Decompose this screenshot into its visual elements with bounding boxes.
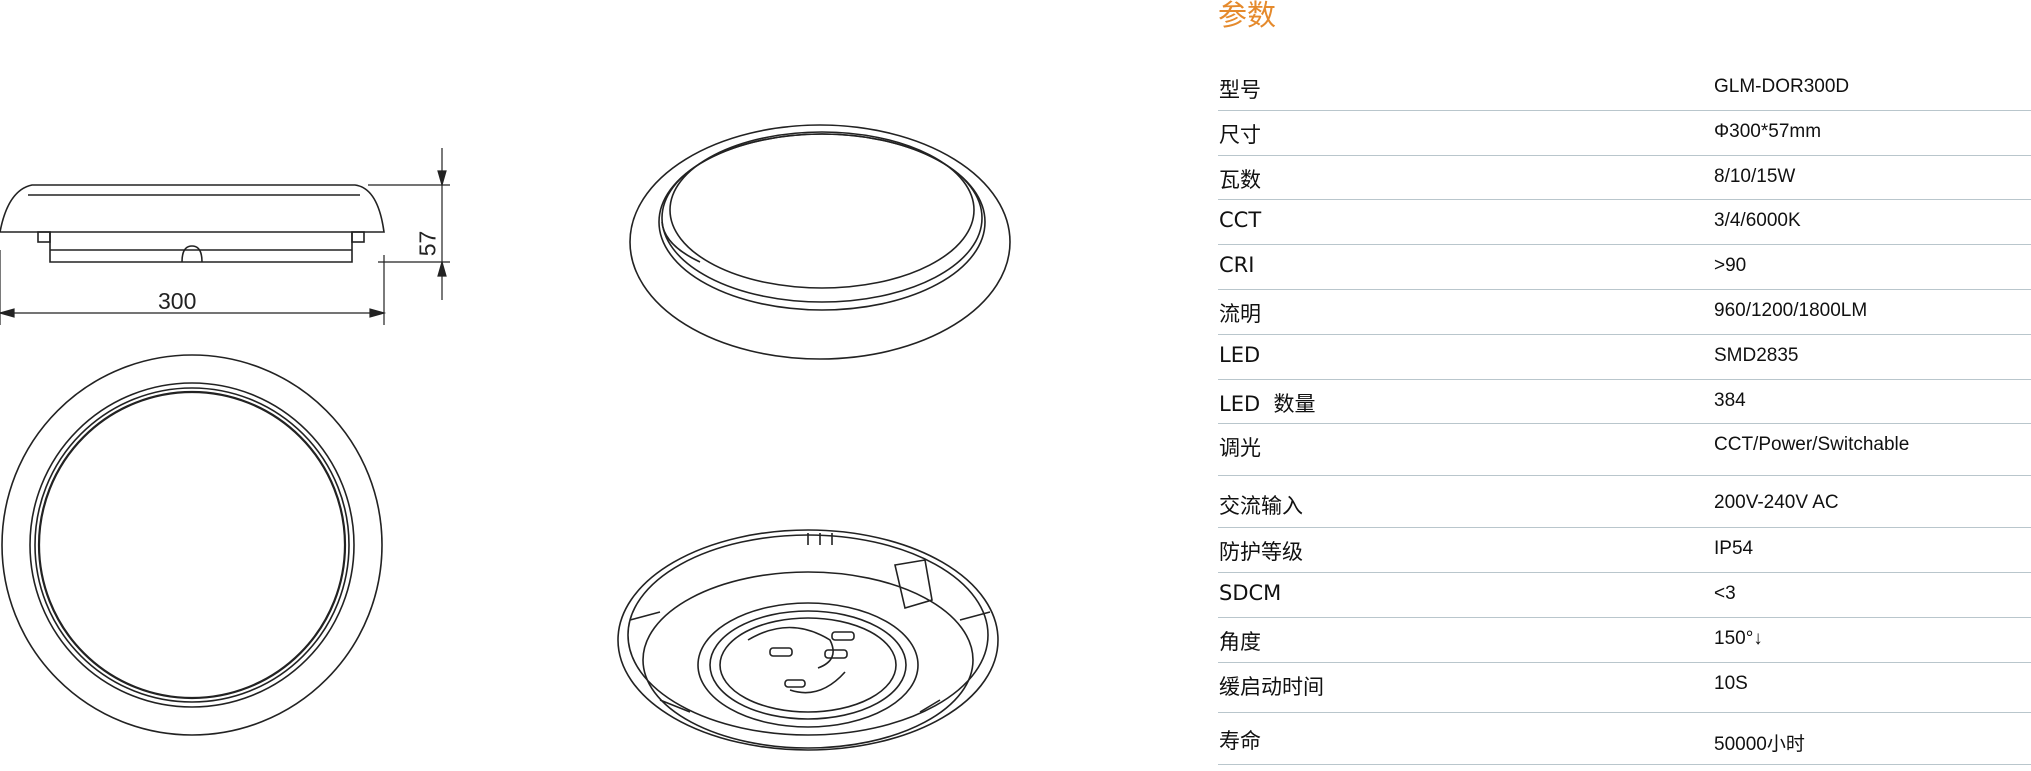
- spec-row-cct: CCT 3/4/6000K: [1218, 200, 2031, 246]
- isometric-bottom-drawing: [617, 529, 999, 751]
- top-view-drawing: [1, 354, 383, 736]
- side-view-drawing: [0, 184, 385, 263]
- spec-row-lifespan: 寿命 50000小时: [1218, 713, 2031, 765]
- spec-row-model: 型号 GLM-DOR300D: [1218, 66, 2031, 111]
- spec-value: 200V-240V AC: [1714, 492, 1839, 514]
- spec-value: SMD2835: [1714, 344, 1799, 366]
- spec-row-angle: 角度 150°↓: [1218, 618, 2031, 663]
- spec-label: CRI: [1219, 253, 1255, 278]
- spec-label: CCT: [1219, 208, 1262, 233]
- spec-value: 150°↓: [1714, 627, 1763, 649]
- spec-label: SDCM: [1219, 581, 1282, 606]
- spec-title: 参数: [1218, 0, 1277, 32]
- spec-value: 8/10/15W: [1714, 165, 1796, 187]
- spec-value: 3/4/6000K: [1714, 210, 1801, 232]
- spec-row-size: 尺寸 Φ300*57mm: [1218, 111, 2031, 156]
- spec-row-dimming: 调光 CCT/Power/Switchable: [1218, 424, 2031, 477]
- spec-row-ip-rating: 防护等级 IP54: [1218, 528, 2031, 574]
- spec-value: <3: [1714, 583, 1736, 605]
- spec-value: 384: [1714, 389, 1746, 411]
- spec-label: LED: [1219, 342, 1261, 367]
- spec-value: CCT/Power/Switchable: [1714, 434, 1910, 456]
- spec-value: Φ300*57mm: [1714, 120, 1822, 142]
- dimension-lines: [0, 148, 450, 325]
- spec-value: 10S: [1714, 672, 1748, 694]
- technical-drawings: 300 57: [0, 124, 1011, 751]
- height-dimension-label: 57: [414, 230, 441, 257]
- spec-label: 瓦数: [1219, 167, 1261, 192]
- spec-row-led: LED SMD2835: [1218, 335, 2031, 380]
- spec-label: 防护等级: [1219, 540, 1303, 565]
- spec-row-ac-input: 交流输入 200V-240V AC: [1218, 476, 2031, 529]
- spec-label: 缓启动时间: [1219, 674, 1324, 699]
- spec-value: >90: [1714, 255, 1747, 277]
- spec-panel: 参数 型号 GLM-DOR300D 尺寸 Φ300*57mm 瓦数 8/10/1…: [1218, 0, 2031, 771]
- spec-row-lumen: 流明 960/1200/1800LM: [1218, 290, 2031, 335]
- spec-value: GLM-DOR300D: [1714, 76, 1850, 97]
- spec-label: 调光: [1219, 436, 1261, 461]
- spec-table: 型号 GLM-DOR300D 尺寸 Φ300*57mm 瓦数 8/10/15W …: [1218, 66, 2031, 765]
- spec-label: 流明: [1219, 301, 1261, 326]
- spec-row-wattage: 瓦数 8/10/15W: [1218, 156, 2031, 201]
- spec-row-led-count: LED 数量 384: [1218, 380, 2031, 425]
- spec-value: 960/1200/1800LM: [1714, 299, 1868, 321]
- spec-row-soft-start: 缓启动时间 10S: [1218, 663, 2031, 713]
- spec-label: 尺寸: [1219, 122, 1261, 147]
- isometric-top-drawing: [629, 124, 1011, 360]
- spec-label: 角度: [1219, 629, 1261, 654]
- spec-label: 寿命: [1219, 728, 1261, 753]
- spec-row-cri: CRI >90: [1218, 245, 2031, 290]
- spec-label: 交流输入: [1219, 494, 1303, 519]
- drawing-canvas: [0, 124, 1011, 751]
- spec-value: 50000小时: [1714, 733, 1805, 755]
- width-dimension-label: 300: [158, 288, 197, 314]
- spec-label: LED 数量: [1219, 391, 1316, 416]
- spec-row-sdcm: SDCM <3: [1218, 573, 2031, 618]
- spec-label: 型号: [1219, 78, 1261, 102]
- spec-value: IP54: [1714, 538, 1754, 560]
